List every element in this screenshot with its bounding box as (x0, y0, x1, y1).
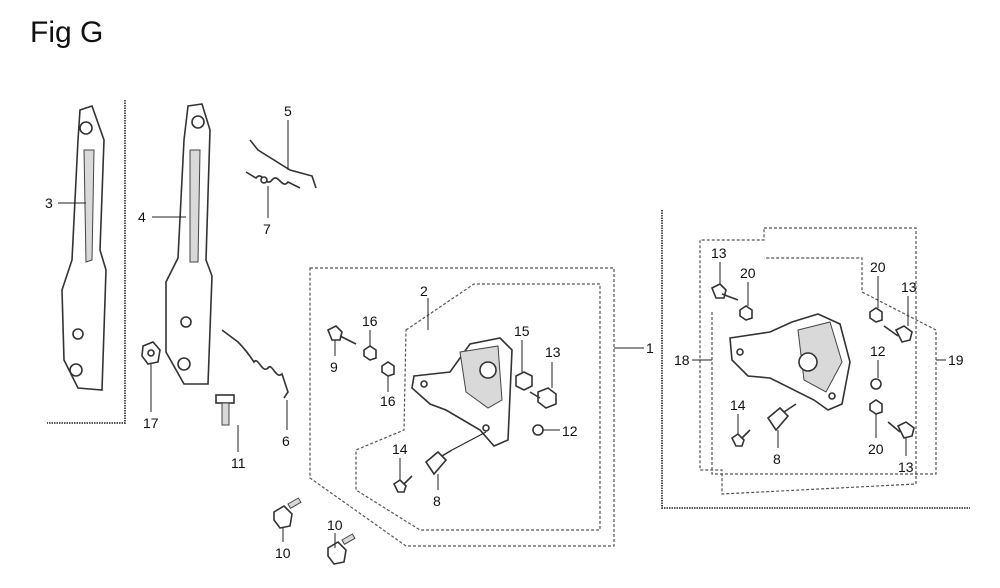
nut-part-20-a (739, 282, 753, 321)
nut-part-15 (515, 340, 533, 391)
nut-part-20-c (869, 399, 883, 438)
bolt-part-13-b (710, 262, 739, 301)
callout-19: 19 (948, 352, 964, 368)
center-assembly-frame (309, 267, 644, 547)
washer-part-12-a (532, 424, 560, 436)
callout-11: 11 (231, 455, 246, 471)
nut-part-17 (141, 341, 161, 412)
nut-part-16-a (363, 330, 377, 361)
right-frame (661, 210, 970, 509)
callout-14-b: 14 (730, 397, 746, 413)
callout-13-d: 13 (898, 459, 914, 475)
bracket-part-2 (411, 298, 513, 447)
washer-part-12-b (870, 360, 882, 390)
bolt-part-10-a (273, 497, 302, 542)
callout-7: 7 (263, 221, 271, 237)
callout-18: 18 (674, 352, 690, 368)
callout-14-a: 14 (392, 441, 408, 457)
figure-title: Fig G (30, 16, 104, 49)
bolt-part-10-b (327, 533, 356, 565)
screw-part-14-b (730, 414, 751, 447)
bolt-part-11 (215, 394, 239, 452)
right-assembly-frame (692, 227, 946, 495)
callout-2: 2 (420, 283, 428, 299)
callout-8-a: 8 (433, 493, 441, 509)
left-frame (47, 100, 126, 424)
callout-labels: 3 4 5 7 17 11 6 2 1 16 16 9 15 13 12 14 … (45, 103, 964, 561)
rod-part-5 (249, 120, 317, 189)
callout-1: 1 (646, 340, 654, 356)
nut-part-16-b (381, 361, 395, 392)
callout-13-c: 13 (901, 279, 917, 295)
screw-part-14-a (392, 458, 413, 493)
bolt-part-13-a (529, 362, 557, 409)
callout-12-b: 12 (870, 343, 886, 359)
callout-20-a: 20 (740, 265, 756, 281)
callout-15: 15 (514, 323, 530, 339)
callout-20-c: 20 (868, 441, 884, 457)
callout-16-b: 16 (380, 393, 396, 409)
bolt-part-9 (326, 325, 357, 356)
pin-part-8-b (766, 403, 797, 448)
callout-4: 4 (138, 209, 146, 225)
nut-part-20-b (869, 276, 883, 323)
lever-part-4 (152, 103, 213, 385)
callout-16-a: 16 (362, 313, 378, 329)
spring-part-7 (245, 171, 301, 218)
bracket-right-assembly (729, 313, 851, 411)
callout-17: 17 (143, 415, 159, 431)
pin-part-8-a (424, 431, 487, 490)
callout-10-b: 10 (327, 517, 343, 533)
callout-20-b: 20 (870, 259, 886, 275)
callout-10-a: 10 (275, 545, 291, 561)
callout-9: 9 (330, 359, 338, 375)
spring-part-6 (221, 329, 289, 430)
callout-13-a: 13 (545, 344, 561, 360)
callout-12-a: 12 (562, 423, 578, 439)
lever-part-3 (58, 104, 107, 391)
callout-5: 5 (284, 103, 292, 119)
bolt-part-13-c (883, 296, 913, 343)
callout-3: 3 (45, 195, 53, 211)
callout-13-b: 13 (711, 245, 727, 261)
callout-6: 6 (282, 433, 290, 449)
bolt-part-13-d (887, 421, 915, 456)
callout-8-b: 8 (773, 451, 781, 467)
